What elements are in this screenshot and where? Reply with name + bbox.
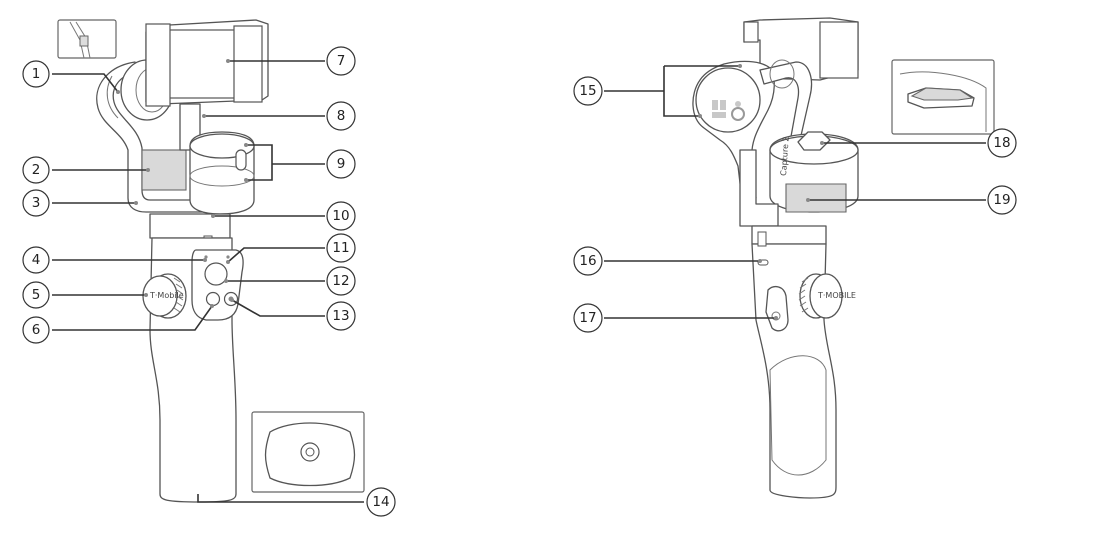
inset-quick-release (891, 59, 995, 135)
callout-number: 11 (332, 240, 349, 256)
callout-number: 10 (332, 208, 349, 224)
mode-button (205, 291, 221, 307)
vertical-arm-back (739, 149, 779, 227)
callout-number: 9 (337, 156, 346, 172)
leader-lines (52, 59, 986, 503)
callout-12: 12 (326, 266, 356, 296)
callout-number: 1 (32, 66, 41, 82)
gimbal-back-view: Capture 2 T·MOBILE (692, 17, 995, 499)
callout-3: 3 (22, 189, 50, 217)
callout-number: 6 (32, 322, 41, 338)
dial-brand-right: T·MOBILE (817, 291, 856, 300)
inset-cable-detail (57, 19, 117, 59)
callout-number: 17 (579, 310, 596, 326)
callout-6: 6 (22, 316, 50, 344)
trigger-button (765, 285, 789, 332)
dial-brand-left: T·Mobile (149, 291, 184, 300)
callouts: 1 2 3 4 5 6 7 8 9 10 11 12 13 14 15 16 1… (22, 46, 1017, 517)
callout-number: 18 (993, 135, 1010, 151)
callout-2: 2 (22, 156, 50, 184)
callout-8: 8 (326, 101, 356, 131)
callout-1: 1 (22, 60, 50, 88)
callout-4: 4 (22, 246, 50, 274)
joystick (204, 262, 228, 286)
callout-number: 7 (337, 53, 346, 69)
callout-number: 16 (579, 253, 596, 269)
handle-collar (149, 213, 231, 239)
model-label: Capture 2 (779, 136, 791, 176)
inset-tripod-mount (251, 411, 365, 493)
grip-recess (769, 355, 827, 476)
callout-number: 4 (32, 252, 41, 268)
callout-number: 8 (337, 108, 346, 124)
phone-clamp (145, 19, 269, 107)
callout-number: 15 (579, 83, 596, 99)
callout-number: 3 (32, 195, 41, 211)
roll-motor-housing (692, 60, 775, 201)
callout-19: 19 (987, 185, 1017, 215)
callout-number: 13 (332, 308, 349, 324)
callout-number: 2 (32, 162, 41, 178)
callout-16: 16 (573, 246, 603, 276)
quick-release-shade (785, 183, 847, 213)
callout-number: 19 (993, 192, 1010, 208)
callout-11: 11 (326, 233, 356, 263)
callout-15: 15 (573, 76, 603, 106)
callout-5: 5 (22, 281, 50, 309)
callout-18: 18 (987, 128, 1017, 158)
callout-number: 14 (372, 494, 389, 510)
callout-10: 10 (326, 201, 356, 231)
callout-9: 9 (326, 149, 356, 179)
tilt-motor-block (141, 149, 187, 191)
callout-number: 12 (332, 273, 349, 289)
callout-17: 17 (573, 303, 603, 333)
callout-7: 7 (326, 46, 356, 76)
zoom-dial-left: T·Mobile (142, 273, 187, 319)
zoom-dial-right: T·MOBILE (798, 273, 856, 319)
phone-clamp-back (743, 17, 859, 81)
gimbal-front-view: T·Mobile (57, 19, 365, 503)
pan-motor (189, 131, 255, 215)
callout-number: 5 (32, 287, 41, 303)
callout-14: 14 (366, 487, 396, 517)
callout-13: 13 (326, 301, 356, 331)
